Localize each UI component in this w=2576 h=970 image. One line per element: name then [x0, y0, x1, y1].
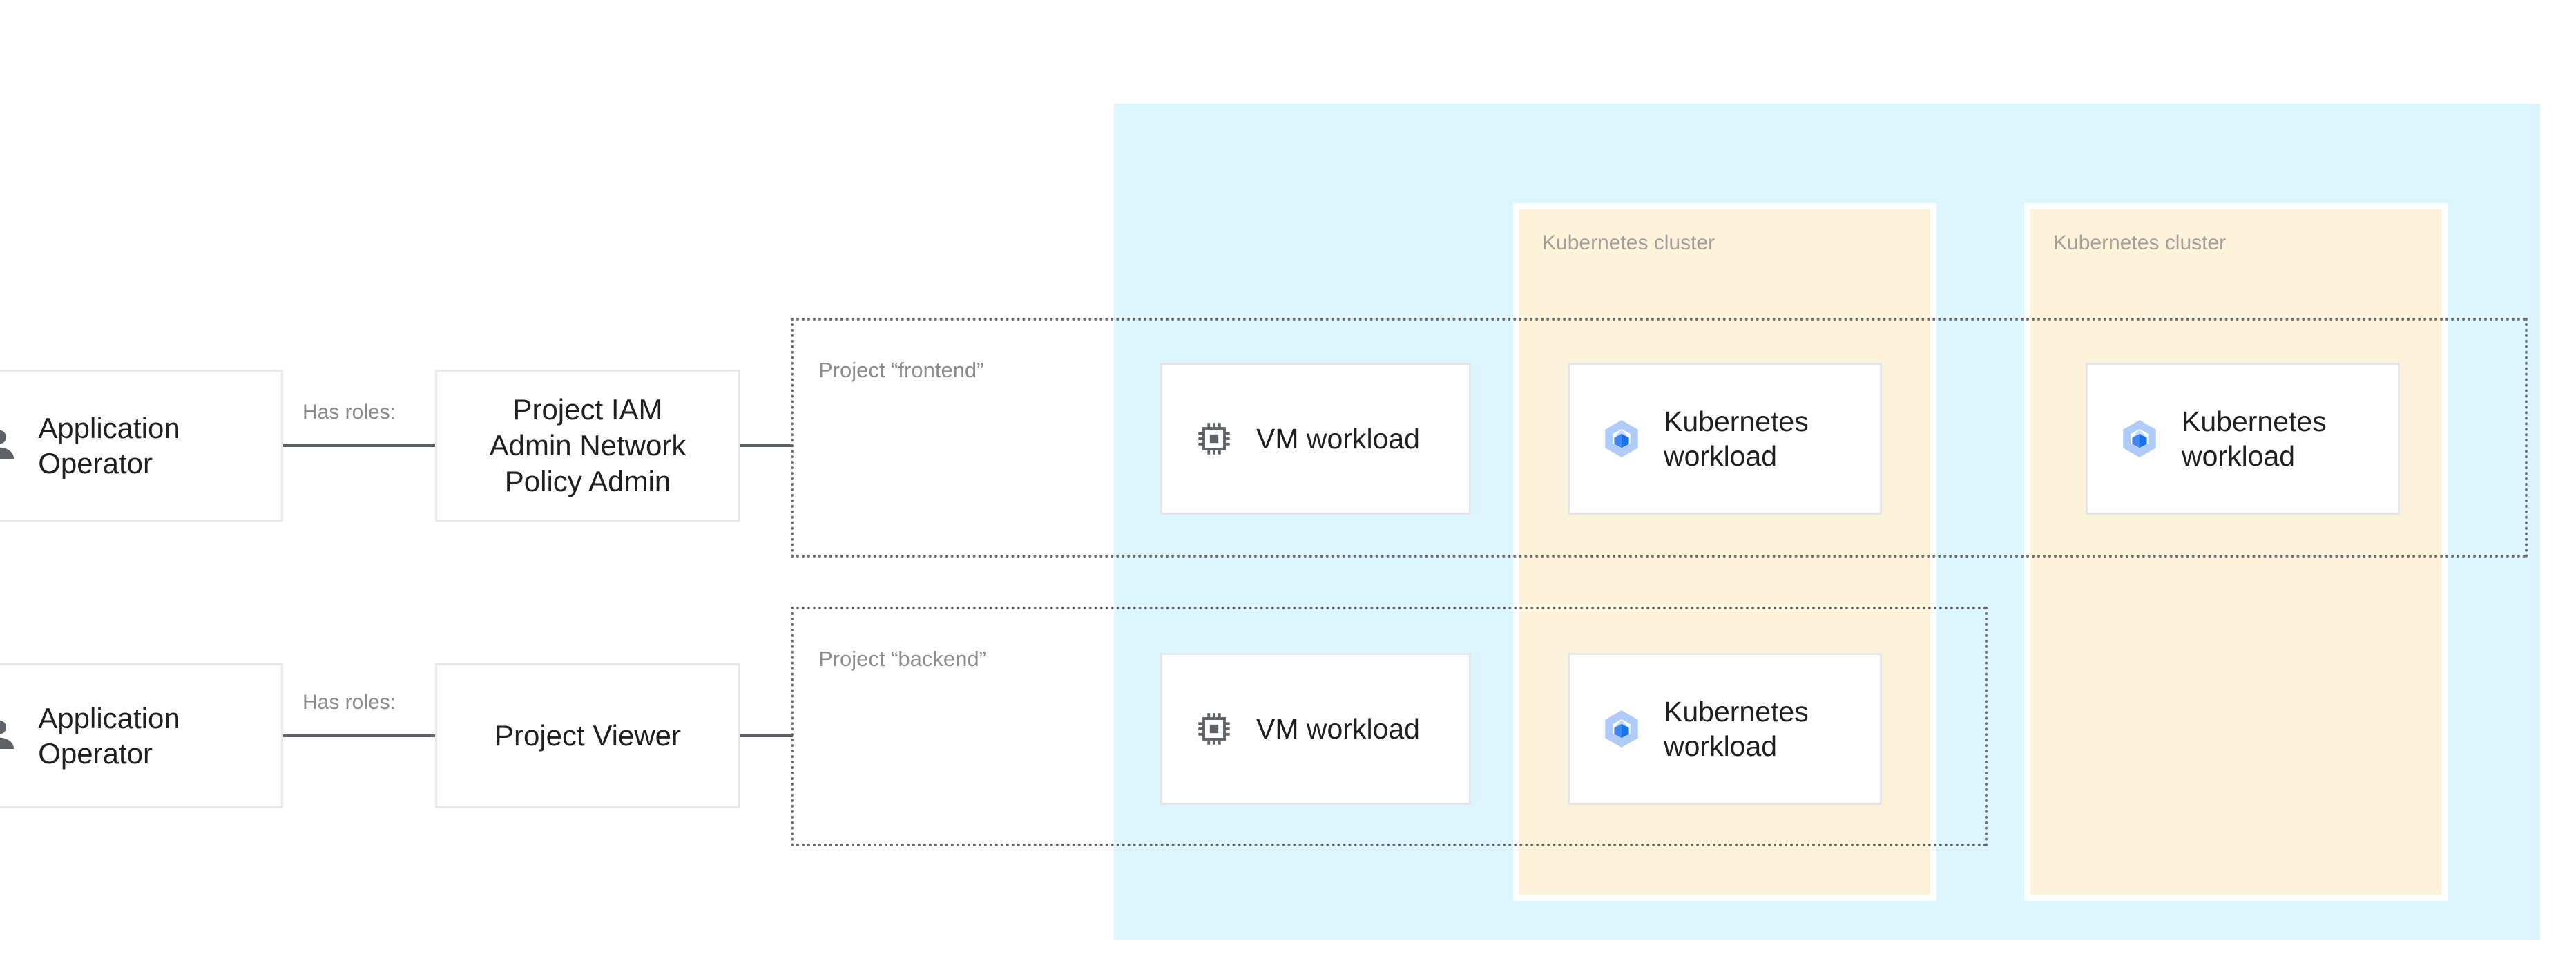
workload-label-4: Kubernetes workload	[1664, 695, 1809, 762]
project-frontend-label: Project “frontend”	[818, 358, 984, 382]
person-icon	[0, 715, 20, 757]
kubernetes-hexagon-icon	[1600, 707, 1643, 750]
project-backend-label: Project “backend”	[818, 647, 986, 671]
workload-card-kubernetes-frontend-cluster1[interactable]: Kubernetes workload	[1568, 363, 1882, 515]
role-label-2: Project Viewer	[494, 719, 681, 752]
actor-box-application-operator-2[interactable]: Application Operator	[0, 663, 283, 808]
workload-card-kubernetes-frontend-cluster2[interactable]: Kubernetes workload	[2086, 363, 2400, 515]
workload-label-3: VM workload	[1256, 712, 1420, 745]
project-frontend-boundary: Project “frontend”	[791, 318, 2528, 558]
actor-label-1: Application Operator	[38, 411, 180, 479]
workload-label-1: Kubernetes workload	[1664, 405, 1809, 472]
connector-role-project-2	[740, 734, 793, 737]
kubernetes-hexagon-icon	[2118, 417, 2161, 460]
connector-role-project-1	[740, 444, 793, 447]
person-icon	[0, 425, 20, 466]
project-backend-boundary: Project “backend”	[791, 607, 1988, 846]
role-box-project-viewer[interactable]: Project Viewer	[435, 663, 740, 808]
kubernetes-hexagon-icon	[1600, 417, 1643, 460]
workload-card-kubernetes-backend-cluster1[interactable]: Kubernetes workload	[1568, 653, 1882, 805]
actor-box-application-operator-1[interactable]: Application Operator	[0, 370, 283, 522]
workload-card-vm-backend[interactable]: VM workload	[1160, 653, 1471, 805]
actor-label-2: Application Operator	[38, 701, 180, 770]
role-box-project-iam-admin-network-policy-admin[interactable]: Project IAM Admin Network Policy Admin	[435, 370, 740, 522]
workload-label-0: VM workload	[1256, 422, 1420, 455]
kubernetes-cluster-1-label: Kubernetes cluster	[1542, 231, 1715, 254]
connector-label-2: Has roles:	[302, 691, 396, 714]
cpu-chip-icon	[1193, 417, 1236, 460]
connector-label-1: Has roles:	[302, 401, 396, 424]
cpu-chip-icon	[1193, 707, 1236, 750]
role-label-1: Project IAM Admin Network Policy Admin	[489, 392, 686, 498]
connector-actor-role-1	[283, 444, 435, 447]
kubernetes-cluster-2-label: Kubernetes cluster	[2053, 231, 2227, 254]
workload-card-vm-frontend[interactable]: VM workload	[1160, 363, 1471, 515]
kubernetes-cluster-2: Kubernetes cluster	[2030, 209, 2441, 895]
connector-actor-role-2	[283, 734, 435, 737]
workload-label-2: Kubernetes workload	[2182, 405, 2327, 472]
